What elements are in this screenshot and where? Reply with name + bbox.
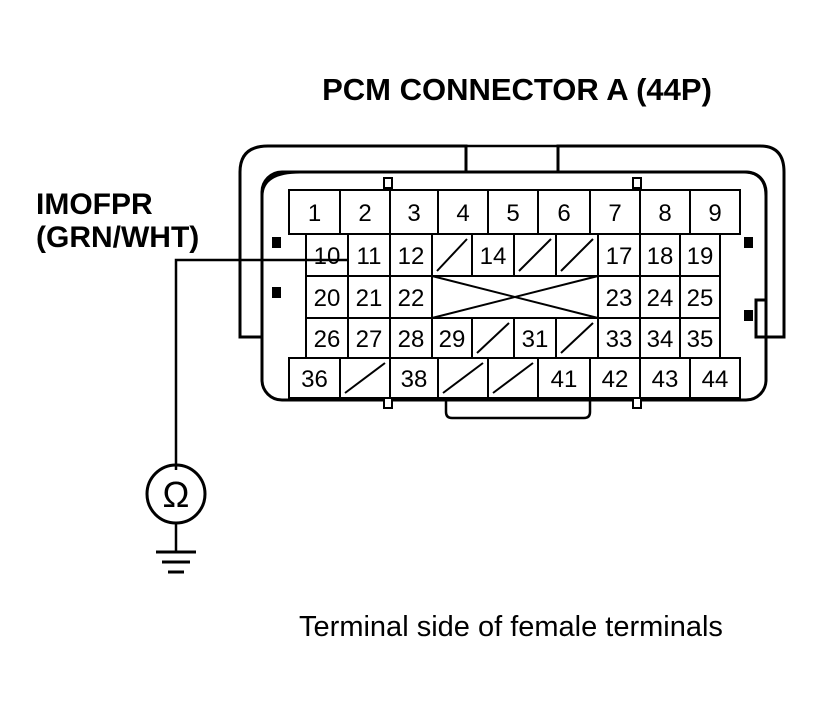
- ohmmeter-icon: Ω: [145, 463, 207, 525]
- pin-number: 29: [439, 326, 466, 353]
- diagram-caption: Terminal side of female terminals: [299, 611, 723, 643]
- pin-number: 11: [357, 243, 382, 270]
- pin-number: 10: [314, 243, 341, 270]
- pin-number: 42: [602, 366, 629, 393]
- pin-number: 25: [687, 285, 714, 312]
- blanked-cross: [431, 275, 599, 319]
- pin-number: 17: [606, 243, 633, 270]
- pin-number: 6: [557, 200, 570, 227]
- pin-number: 26: [314, 326, 341, 353]
- pin-number: 41: [551, 366, 578, 393]
- pin-number: 43: [652, 366, 679, 393]
- latch-mark: [272, 237, 281, 248]
- connector-title: PCM CONNECTOR A (44P): [322, 72, 712, 107]
- wire-signal-label: IMOFPR: [36, 188, 153, 221]
- pin-number: 7: [608, 200, 621, 227]
- unused-pin-slash: [560, 322, 594, 354]
- pin-number: 36: [301, 366, 328, 393]
- pin-number: 38: [401, 366, 428, 393]
- pin-number: 5: [506, 200, 519, 227]
- latch-mark: [272, 287, 281, 298]
- pin-number: 4: [456, 200, 469, 227]
- unused-pin-slash: [560, 238, 594, 272]
- pin-number: 3: [407, 200, 420, 227]
- pin-number: 8: [658, 200, 671, 227]
- unused-pin-slash: [436, 238, 468, 272]
- pin-number: 20: [314, 285, 341, 312]
- pin-number: 27: [356, 326, 383, 353]
- latch-mark: [744, 310, 753, 321]
- pin-number: 14: [480, 243, 507, 270]
- wire-color-label: (GRN/WHT): [36, 221, 199, 254]
- pin-number: 1: [308, 200, 321, 227]
- unused-pin-slash: [442, 362, 484, 394]
- ohm-symbol: Ω: [163, 474, 190, 515]
- test-wire: [174, 258, 348, 470]
- pin-number: 34: [647, 326, 674, 353]
- blanked-region: [431, 275, 599, 319]
- pin-number: 28: [398, 326, 425, 353]
- connector-housing: [238, 144, 786, 420]
- pin-number: 23: [606, 285, 633, 312]
- pin-number: 44: [702, 366, 729, 393]
- pin-number: 35: [687, 326, 714, 353]
- latch-mark: [744, 237, 753, 248]
- pin-cavity: [689, 357, 741, 399]
- pin-number: 33: [606, 326, 633, 353]
- pin-number: 22: [398, 285, 425, 312]
- unused-pin-slash: [344, 362, 386, 394]
- pin-number: 31: [522, 326, 549, 353]
- unused-pin-slash: [476, 322, 510, 354]
- ground-icon: [156, 550, 196, 574]
- pin-number: 21: [356, 285, 383, 312]
- pin-number: 12: [398, 243, 425, 270]
- pin-number: 2: [358, 200, 371, 227]
- pin-number: 18: [647, 243, 674, 270]
- pin-number: 19: [687, 243, 714, 270]
- pin-number: 24: [647, 285, 674, 312]
- unused-pin-slash: [492, 362, 534, 394]
- pin-number: 9: [708, 200, 721, 227]
- unused-pin-slash: [518, 238, 552, 272]
